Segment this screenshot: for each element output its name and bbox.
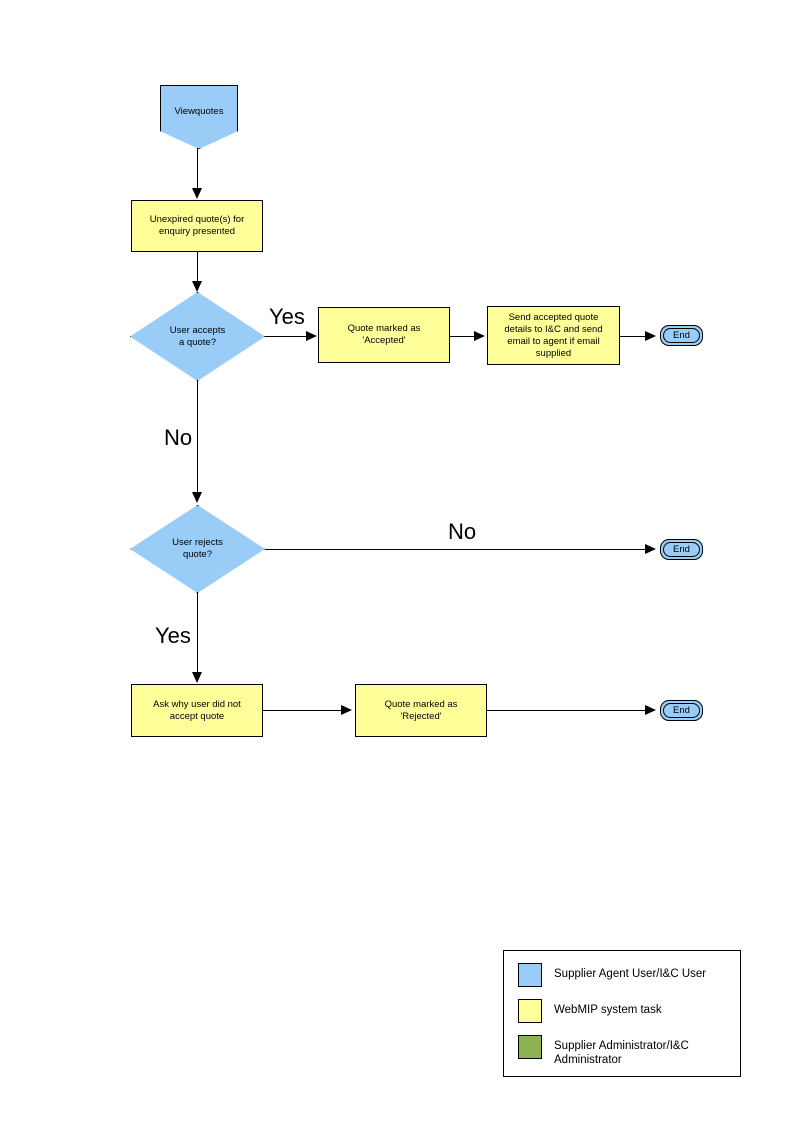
node-decision-user-rejects[interactable]: User rejects quote? xyxy=(130,505,265,593)
node-decision-user-accepts[interactable]: User accepts a quote? xyxy=(130,292,265,381)
end-rejected-inner-border xyxy=(663,703,700,718)
node-task-quote-rejected[interactable]: Quote marked as 'Rejected' xyxy=(355,684,487,737)
node-task-ask-why[interactable]: Ask why user did not accept quote xyxy=(131,684,263,737)
legend-label-supplier-agent: Supplier Agent User/I&C User xyxy=(554,968,707,980)
edge-reject-yes xyxy=(197,593,198,673)
node-task-send-quote-details-label: Send accepted quote details to I&C and s… xyxy=(504,311,603,359)
edge-send-details-to-end xyxy=(620,336,646,337)
node-end-accepted-label: End xyxy=(673,329,690,341)
legend-box: Supplier Agent User/I&C User WebMIP syst… xyxy=(503,950,741,1077)
node-task-quote-accepted[interactable]: Quote marked as 'Accepted' xyxy=(318,307,450,363)
arrowhead-rejected-to-end xyxy=(645,705,656,715)
edge-reject-no xyxy=(265,549,646,550)
arrowhead-reject-no xyxy=(645,544,656,554)
arrowhead-accept-no xyxy=(192,492,202,503)
node-end-no-reject-label: End xyxy=(673,543,690,555)
node-start-viewquotes[interactable]: Viewquotes xyxy=(160,85,238,149)
arrowhead-accepted-to-send-details xyxy=(474,331,485,341)
decision-reject-shape xyxy=(130,505,265,593)
node-task-unexpired-quotes[interactable]: Unexpired quote(s) for enquiry presented xyxy=(131,200,263,252)
node-end-no-reject[interactable]: End xyxy=(660,539,703,560)
legend-item-supplier-admin: Supplier Administrator/I&C Administrator xyxy=(518,1035,726,1067)
branch-label-reject-no: No xyxy=(448,519,477,544)
edge-start-to-unexpired xyxy=(197,148,198,189)
legend-label-supplier-admin: Supplier Administrator/I&C Administrator xyxy=(554,1040,689,1066)
edge-accept-yes xyxy=(265,336,310,337)
edge-rejected-to-end xyxy=(487,710,646,711)
legend-swatch-green xyxy=(518,1035,542,1059)
arrowhead-send-details-to-end xyxy=(645,331,656,341)
node-task-unexpired-quotes-label: Unexpired quote(s) for enquiry presented xyxy=(149,214,245,237)
node-start-viewquotes-label: Viewquotes xyxy=(174,106,224,117)
arrowhead-accept-yes xyxy=(306,331,317,341)
edge-ask-why-to-rejected xyxy=(263,710,343,711)
arrowhead-reject-yes xyxy=(192,672,202,683)
branch-label-accept-no: No xyxy=(164,425,193,450)
node-task-quote-rejected-label: Quote marked as 'Rejected' xyxy=(384,698,458,722)
node-end-rejected[interactable]: End xyxy=(660,700,703,721)
arrowhead-start-to-unexpired xyxy=(192,188,202,199)
legend-item-webmip-task: WebMIP system task xyxy=(518,999,726,1023)
edge-unexpired-to-decision-accept xyxy=(197,252,198,282)
node-task-send-quote-details[interactable]: Send accepted quote details to I&C and s… xyxy=(487,306,620,365)
edge-accept-no xyxy=(197,381,198,493)
branch-label-reject-yes: Yes xyxy=(155,623,191,648)
legend-item-supplier-agent: Supplier Agent User/I&C User xyxy=(518,963,726,987)
arrowhead-unexpired-to-decision-accept xyxy=(192,281,202,292)
legend-label-webmip-task: WebMIP system task xyxy=(554,1004,662,1016)
legend-swatch-blue xyxy=(518,963,542,987)
edge-accepted-to-send-details xyxy=(450,336,476,337)
end-no-reject-inner-border xyxy=(663,542,700,557)
node-end-rejected-label: End xyxy=(673,704,690,716)
node-task-quote-accepted-label: Quote marked as 'Accepted' xyxy=(347,323,421,346)
node-task-ask-why-label: Ask why user did not accept quote xyxy=(153,698,241,722)
node-end-accepted[interactable]: End xyxy=(660,325,703,346)
arrowhead-ask-why-to-rejected xyxy=(341,705,352,715)
branch-label-accept-yes: Yes xyxy=(269,304,305,329)
legend-swatch-yellow xyxy=(518,999,542,1023)
end-accepted-inner-border xyxy=(663,328,700,343)
decision-accept-shape xyxy=(130,292,265,381)
